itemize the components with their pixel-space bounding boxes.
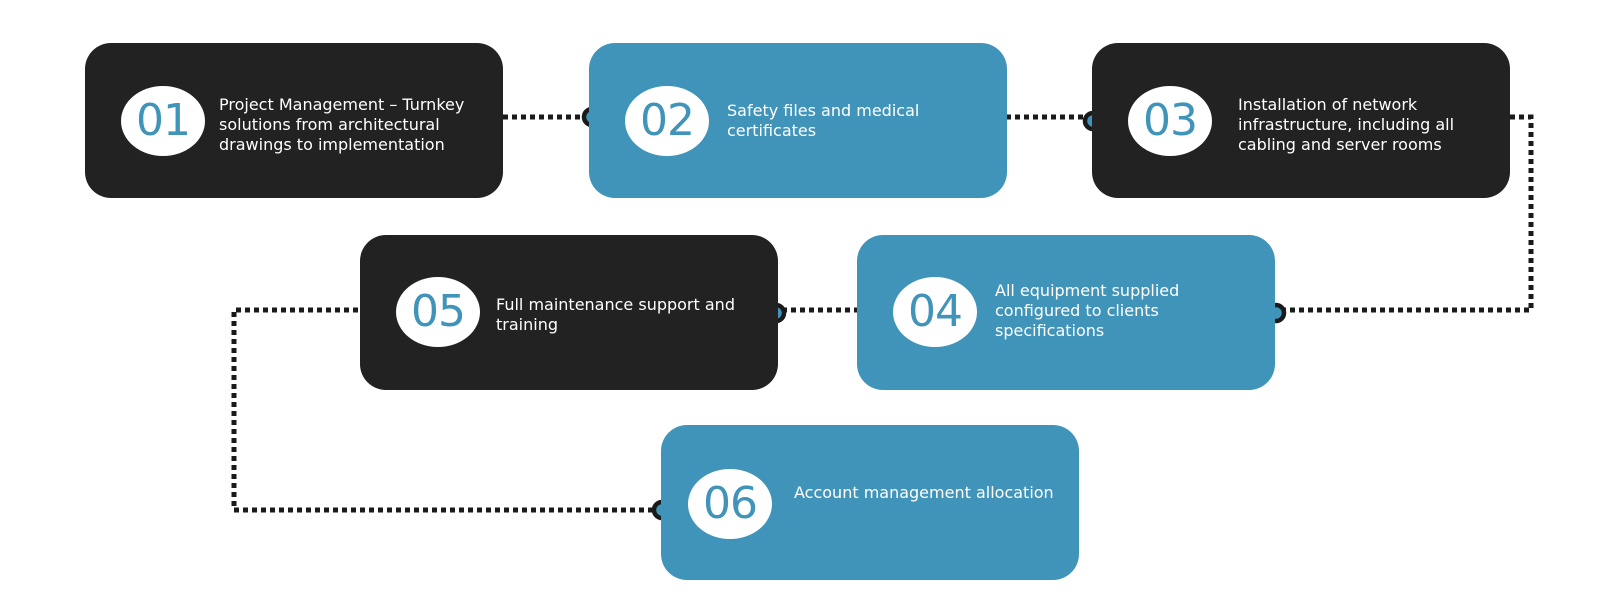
- step-card-02: 02 Safety files and medical certificates: [589, 43, 1007, 198]
- step-number-01: 01: [121, 86, 205, 156]
- step-number-04: 04: [893, 277, 977, 347]
- step-number-03: 03: [1128, 86, 1212, 156]
- step-card-03: 03 Installation of network infrastructur…: [1092, 43, 1510, 198]
- step-text-06: Account management allocation: [794, 483, 1054, 502]
- step-text-02: Safety files and medical certificates: [727, 101, 920, 140]
- connector-03-04: [1276, 114, 1534, 313]
- step-number-02: 02: [625, 86, 709, 156]
- step-number-06: 06: [688, 469, 772, 539]
- step-number-05: 05: [396, 277, 480, 347]
- step-text-01: Project Management – Turnkey solutions f…: [219, 95, 465, 154]
- step-card-01: 01 Project Management – Turnkey solution…: [85, 43, 503, 198]
- step-card-04: 04 All equipment supplied configured to …: [857, 235, 1275, 390]
- step-text-05: Full maintenance support and training: [496, 295, 735, 334]
- step-card-06: 06 Account management allocation: [661, 425, 1079, 580]
- step-card-05: 05 Full maintenance support and training: [360, 235, 778, 390]
- step-text-04: All equipment supplied configured to cli…: [995, 281, 1180, 340]
- step-text-03: Installation of network infrastructure, …: [1238, 95, 1455, 154]
